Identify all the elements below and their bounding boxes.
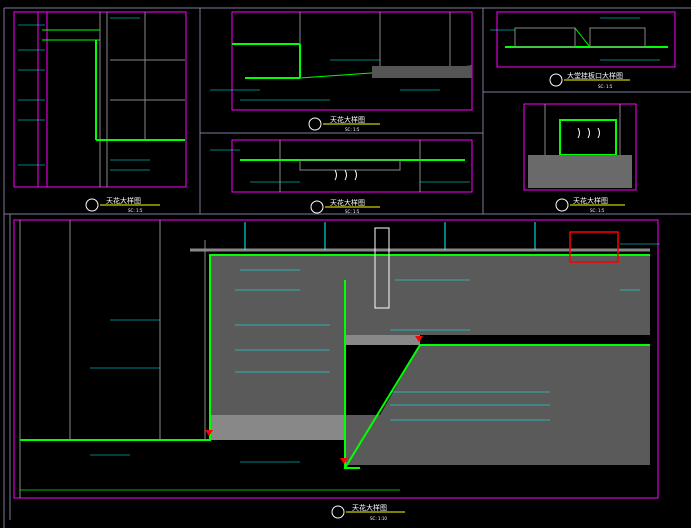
view-5-ceiling-detail: 天花大样图 SC: 1:5 [523,103,637,213]
view-scale: SC: 1:5 [128,208,143,213]
view-scale: SC: 1:5 [590,208,605,213]
concrete-slab [210,255,650,335]
airflow-arrow-icon [334,169,357,181]
view-5-title-block: 天花大样图 SC: 1:5 [555,196,625,213]
view-scale: SC: 1:10 [370,516,387,521]
view-title: 大堂挂板口大样图 [567,71,623,80]
view-2-title-block: 天花大样图 SC: 1:5 [308,115,380,132]
view-6-main-ceiling-detail: 天花大样图 SC: 1:10 [13,219,660,521]
view-4-ceiling-detail: 天花大样图 SC: 1:5 [210,139,473,214]
view-4-title-block: 天花大样图 SC: 1:5 [310,198,380,214]
view-3-title-block: 大堂挂板口大样图 SC: 1:5 [549,71,630,89]
view-title: 天花大样图 [106,196,141,205]
view-title: 天花大样图 [330,115,365,124]
view-scale: SC: 1:5 [345,209,360,214]
view-6-title-block: 天花大样图 SC: 1:10 [331,503,405,521]
view-scale: SC: 1:5 [598,84,613,89]
view-scale: SC: 1:5 [345,127,360,132]
view-3-lobby-panel-detail: 大堂挂板口大样图 SC: 1:5 [490,11,676,89]
detail-callout-box [569,231,619,263]
view-title: 天花大样图 [330,198,365,207]
view-1-title-block: 天花大样图 SC: 1:5 [85,196,160,213]
view-2-ceiling-detail: 天花大样图 SC: 1:5 [210,11,473,132]
concrete-slab [210,335,345,415]
view-title: 天花大样图 [352,503,387,512]
elevation-triangle-icon [205,336,423,464]
view-1-ceiling-detail: 天花大样图 SC: 1:5 [13,11,187,213]
airflow-arrow-icon [577,127,600,139]
sheet-frame [3,7,691,528]
view-title: 天花大样图 [573,196,608,205]
